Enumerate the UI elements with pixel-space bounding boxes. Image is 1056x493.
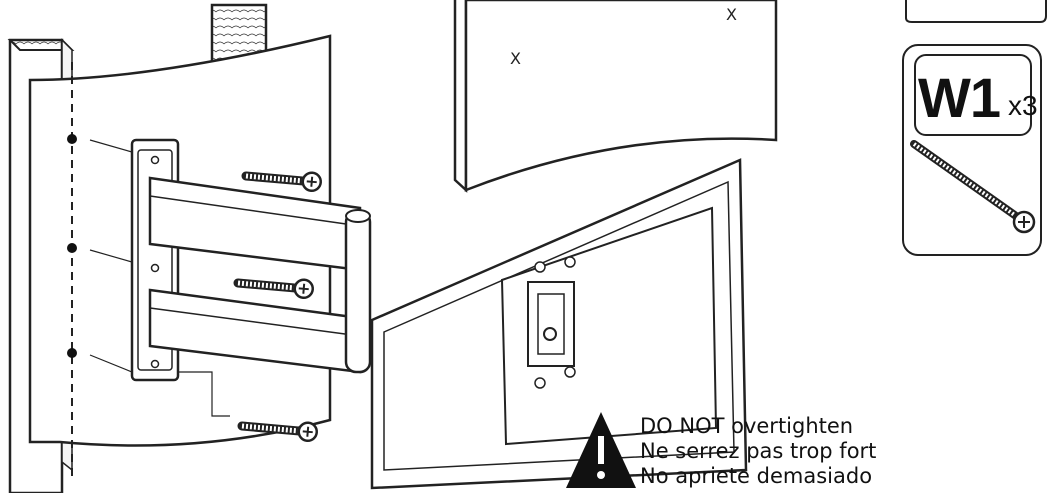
warning-line-fr: Ne serrez pas trop fort — [640, 439, 877, 463]
parts-label-frame — [914, 54, 1032, 136]
pilot-holes — [67, 134, 230, 417]
part-quantity: x3 — [1008, 90, 1038, 121]
part-code: W1 — [918, 66, 1001, 129]
parts-callout: W1 x3 — [902, 44, 1042, 256]
warning-line-en: DO NOT overtighten — [640, 414, 854, 438]
wood-screw-icon — [910, 140, 1036, 234]
warning-triangle-icon — [566, 412, 636, 488]
mounting-mark: X — [510, 49, 521, 68]
arm-hinge — [344, 209, 372, 374]
previous-part-box — [905, 0, 1047, 23]
mounting-mark: X — [726, 5, 737, 24]
tv-panel: X X — [453, 0, 778, 193]
tv-mount-frame — [370, 158, 748, 490]
warning-line-es: No apriete demasiado — [640, 464, 873, 488]
warning-text: DO NOT overtighten Ne serrez pas trop fo… — [640, 414, 940, 493]
